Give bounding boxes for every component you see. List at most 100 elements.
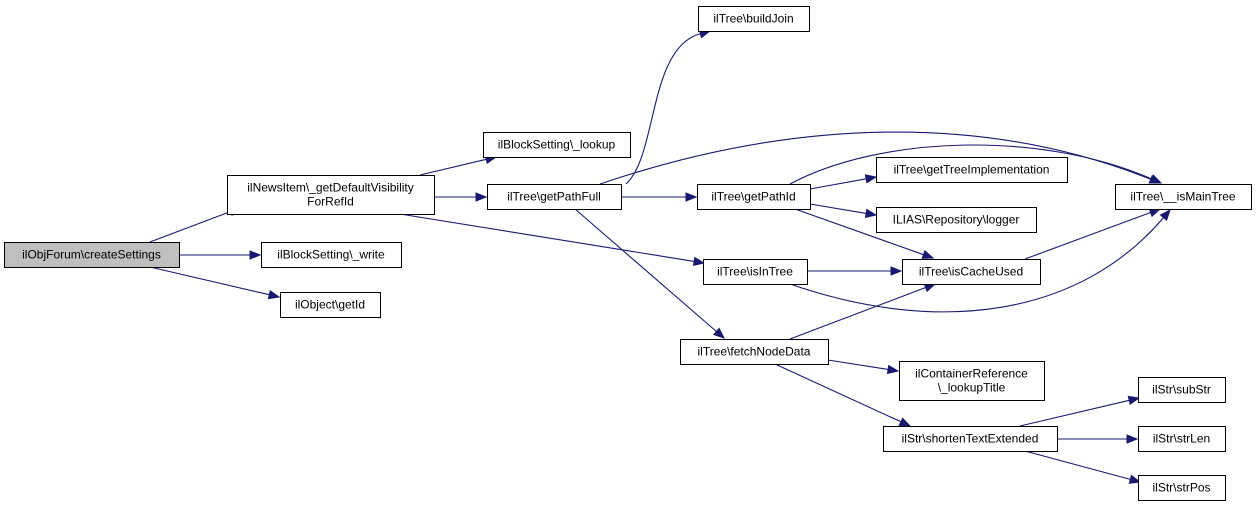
- node-box: [1138, 377, 1226, 403]
- edge-line: [1024, 450, 1131, 480]
- node-buildJoin[interactable]: ilTree\buildJoin: [698, 6, 810, 32]
- edge-getDefaultVisibility-to-getPathFull: [434, 192, 488, 202]
- edge-line: [419, 158, 487, 176]
- node-subStr[interactable]: ilStr\subStr: [1138, 377, 1226, 403]
- arrowhead-icon: [249, 250, 262, 260]
- node-box: [876, 207, 1037, 233]
- node-label: ilObject\getId: [295, 298, 365, 312]
- arrowhead-icon: [1126, 434, 1139, 444]
- edge-line: [1024, 211, 1151, 260]
- node-box: [680, 339, 829, 365]
- node-label: ilTree\__isMainTree: [1130, 190, 1235, 204]
- edge-line: [149, 266, 270, 296]
- node-createSettings[interactable]: ilObjForum\createSettings: [4, 242, 180, 268]
- node-fetchNodeData[interactable]: ilTree\fetchNodeData: [680, 339, 829, 365]
- edge-isInTree-to-isMainTree: [789, 208, 1171, 313]
- edge-getDefaultVisibility-to-blockLookup: [419, 154, 498, 176]
- edge-createSettings-to-getDefaultVisibility: [149, 207, 242, 243]
- edge-line: [789, 217, 1164, 313]
- edge-getPathId-to-isCacheUsed: [794, 208, 935, 259]
- node-box: [227, 175, 435, 215]
- node-box: [1138, 475, 1226, 501]
- node-blockLookup[interactable]: ilBlockSetting\_lookup: [483, 132, 631, 158]
- arrowhead-icon: [921, 250, 935, 259]
- node-label: ilTree\buildJoin: [713, 12, 793, 26]
- node-blockWrite[interactable]: ilBlockSetting\_write: [261, 242, 402, 268]
- node-label: ilTree\isCacheUsed: [919, 265, 1023, 279]
- node-box: [483, 132, 631, 158]
- edge-line: [809, 178, 867, 190]
- node-label: ilBlockSetting\_write: [277, 248, 385, 262]
- node-logger[interactable]: ILIAS\Repository\logger: [876, 207, 1037, 233]
- arrowhead-icon: [692, 256, 706, 267]
- node-box: [883, 426, 1058, 452]
- edge-isInTree-to-isCacheUsed: [807, 266, 903, 276]
- edge-shortenText-to-strPos: [1024, 450, 1142, 484]
- node-label: ilTree\getPathFull: [507, 190, 601, 204]
- arrowhead-icon: [712, 327, 726, 339]
- arrowhead-icon: [1128, 474, 1142, 484]
- node-strPos[interactable]: ilStr\strPos: [1138, 475, 1226, 501]
- edge-getPathId-to-getTreeImpl: [809, 174, 878, 190]
- edge-line: [574, 208, 717, 332]
- node-lookupTitle[interactable]: ilContainerReference\_lookupTitle: [899, 361, 1045, 401]
- node-strLen[interactable]: ilStr\strLen: [1138, 426, 1226, 452]
- node-box: [698, 6, 810, 32]
- node-label: ilBlockSetting\_lookup: [498, 138, 616, 152]
- node-label: \_lookupTitle: [938, 381, 1006, 395]
- node-label: ilTree\isInTree: [717, 265, 793, 279]
- edge-createSettings-to-blockWrite: [179, 250, 262, 260]
- node-label: ILIAS\Repository\logger: [893, 213, 1020, 227]
- node-isCacheUsed[interactable]: ilTree\isCacheUsed: [902, 259, 1041, 285]
- edge-getPathFull-to-fetchNodeData: [574, 208, 726, 339]
- node-getPathFull[interactable]: ilTree\getPathFull: [487, 184, 622, 210]
- node-box: [876, 157, 1068, 183]
- edge-fetchNodeData-to-shortenText: [774, 363, 912, 427]
- node-box: [1138, 426, 1226, 452]
- edge-createSettings-to-objGetId: [149, 266, 281, 300]
- edge-line: [794, 208, 924, 256]
- edge-line: [774, 363, 902, 423]
- node-label: ilTree\getPathId: [711, 190, 795, 204]
- edge-getDefaultVisibility-to-isInTree: [399, 213, 706, 267]
- edge-line: [789, 144, 1153, 185]
- edge-getPathId-to-isMainTree: [789, 144, 1163, 185]
- node-box: [280, 292, 381, 318]
- edge-isCacheUsed-to-isMainTree: [1024, 208, 1162, 260]
- arrowhead-icon: [864, 174, 878, 184]
- node-isInTree[interactable]: ilTree\isInTree: [703, 259, 808, 285]
- edge-getPathFull-to-buildJoin: [625, 29, 712, 185]
- node-isMainTree[interactable]: ilTree\__isMainTree: [1115, 184, 1252, 210]
- edge-line: [1019, 399, 1130, 427]
- node-box: [261, 242, 402, 268]
- arrowhead-icon: [886, 364, 900, 375]
- node-box: [487, 184, 622, 210]
- edge-getPathFull-to-getPathId: [621, 192, 698, 202]
- arrowhead-icon: [1159, 208, 1171, 222]
- edge-line: [625, 33, 701, 185]
- node-label: ilStr\strPos: [1152, 481, 1210, 495]
- node-label: ilStr\shortenTextExtended: [902, 432, 1039, 446]
- node-label: ilTree\getTreeImplementation: [894, 163, 1050, 177]
- edge-shortenText-to-subStr: [1019, 395, 1141, 427]
- node-box: [1115, 184, 1252, 210]
- node-label: ilTree\fetchNodeData: [698, 345, 811, 359]
- node-label: ForRefId: [307, 195, 354, 209]
- node-box: [703, 259, 808, 285]
- node-box: [697, 184, 811, 210]
- node-label: ilNewsItem\_getDefaultVisibility: [247, 181, 414, 195]
- node-label: ilStr\subStr: [1152, 383, 1211, 397]
- edge-line: [789, 286, 926, 340]
- node-shortenText[interactable]: ilStr\shortenTextExtended: [883, 426, 1058, 452]
- node-objGetId[interactable]: ilObject\getId: [280, 292, 381, 318]
- node-box: [902, 259, 1041, 285]
- edge-fetchNodeData-to-isCacheUsed: [789, 283, 937, 340]
- edge-shortenText-to-strLen: [1057, 434, 1139, 444]
- node-label: ilStr\strLen: [1153, 432, 1210, 446]
- node-getPathId[interactable]: ilTree\getPathId: [697, 184, 811, 210]
- node-getTreeImpl[interactable]: ilTree\getTreeImplementation: [876, 157, 1068, 183]
- edge-line: [809, 203, 867, 214]
- edge-line: [399, 213, 695, 262]
